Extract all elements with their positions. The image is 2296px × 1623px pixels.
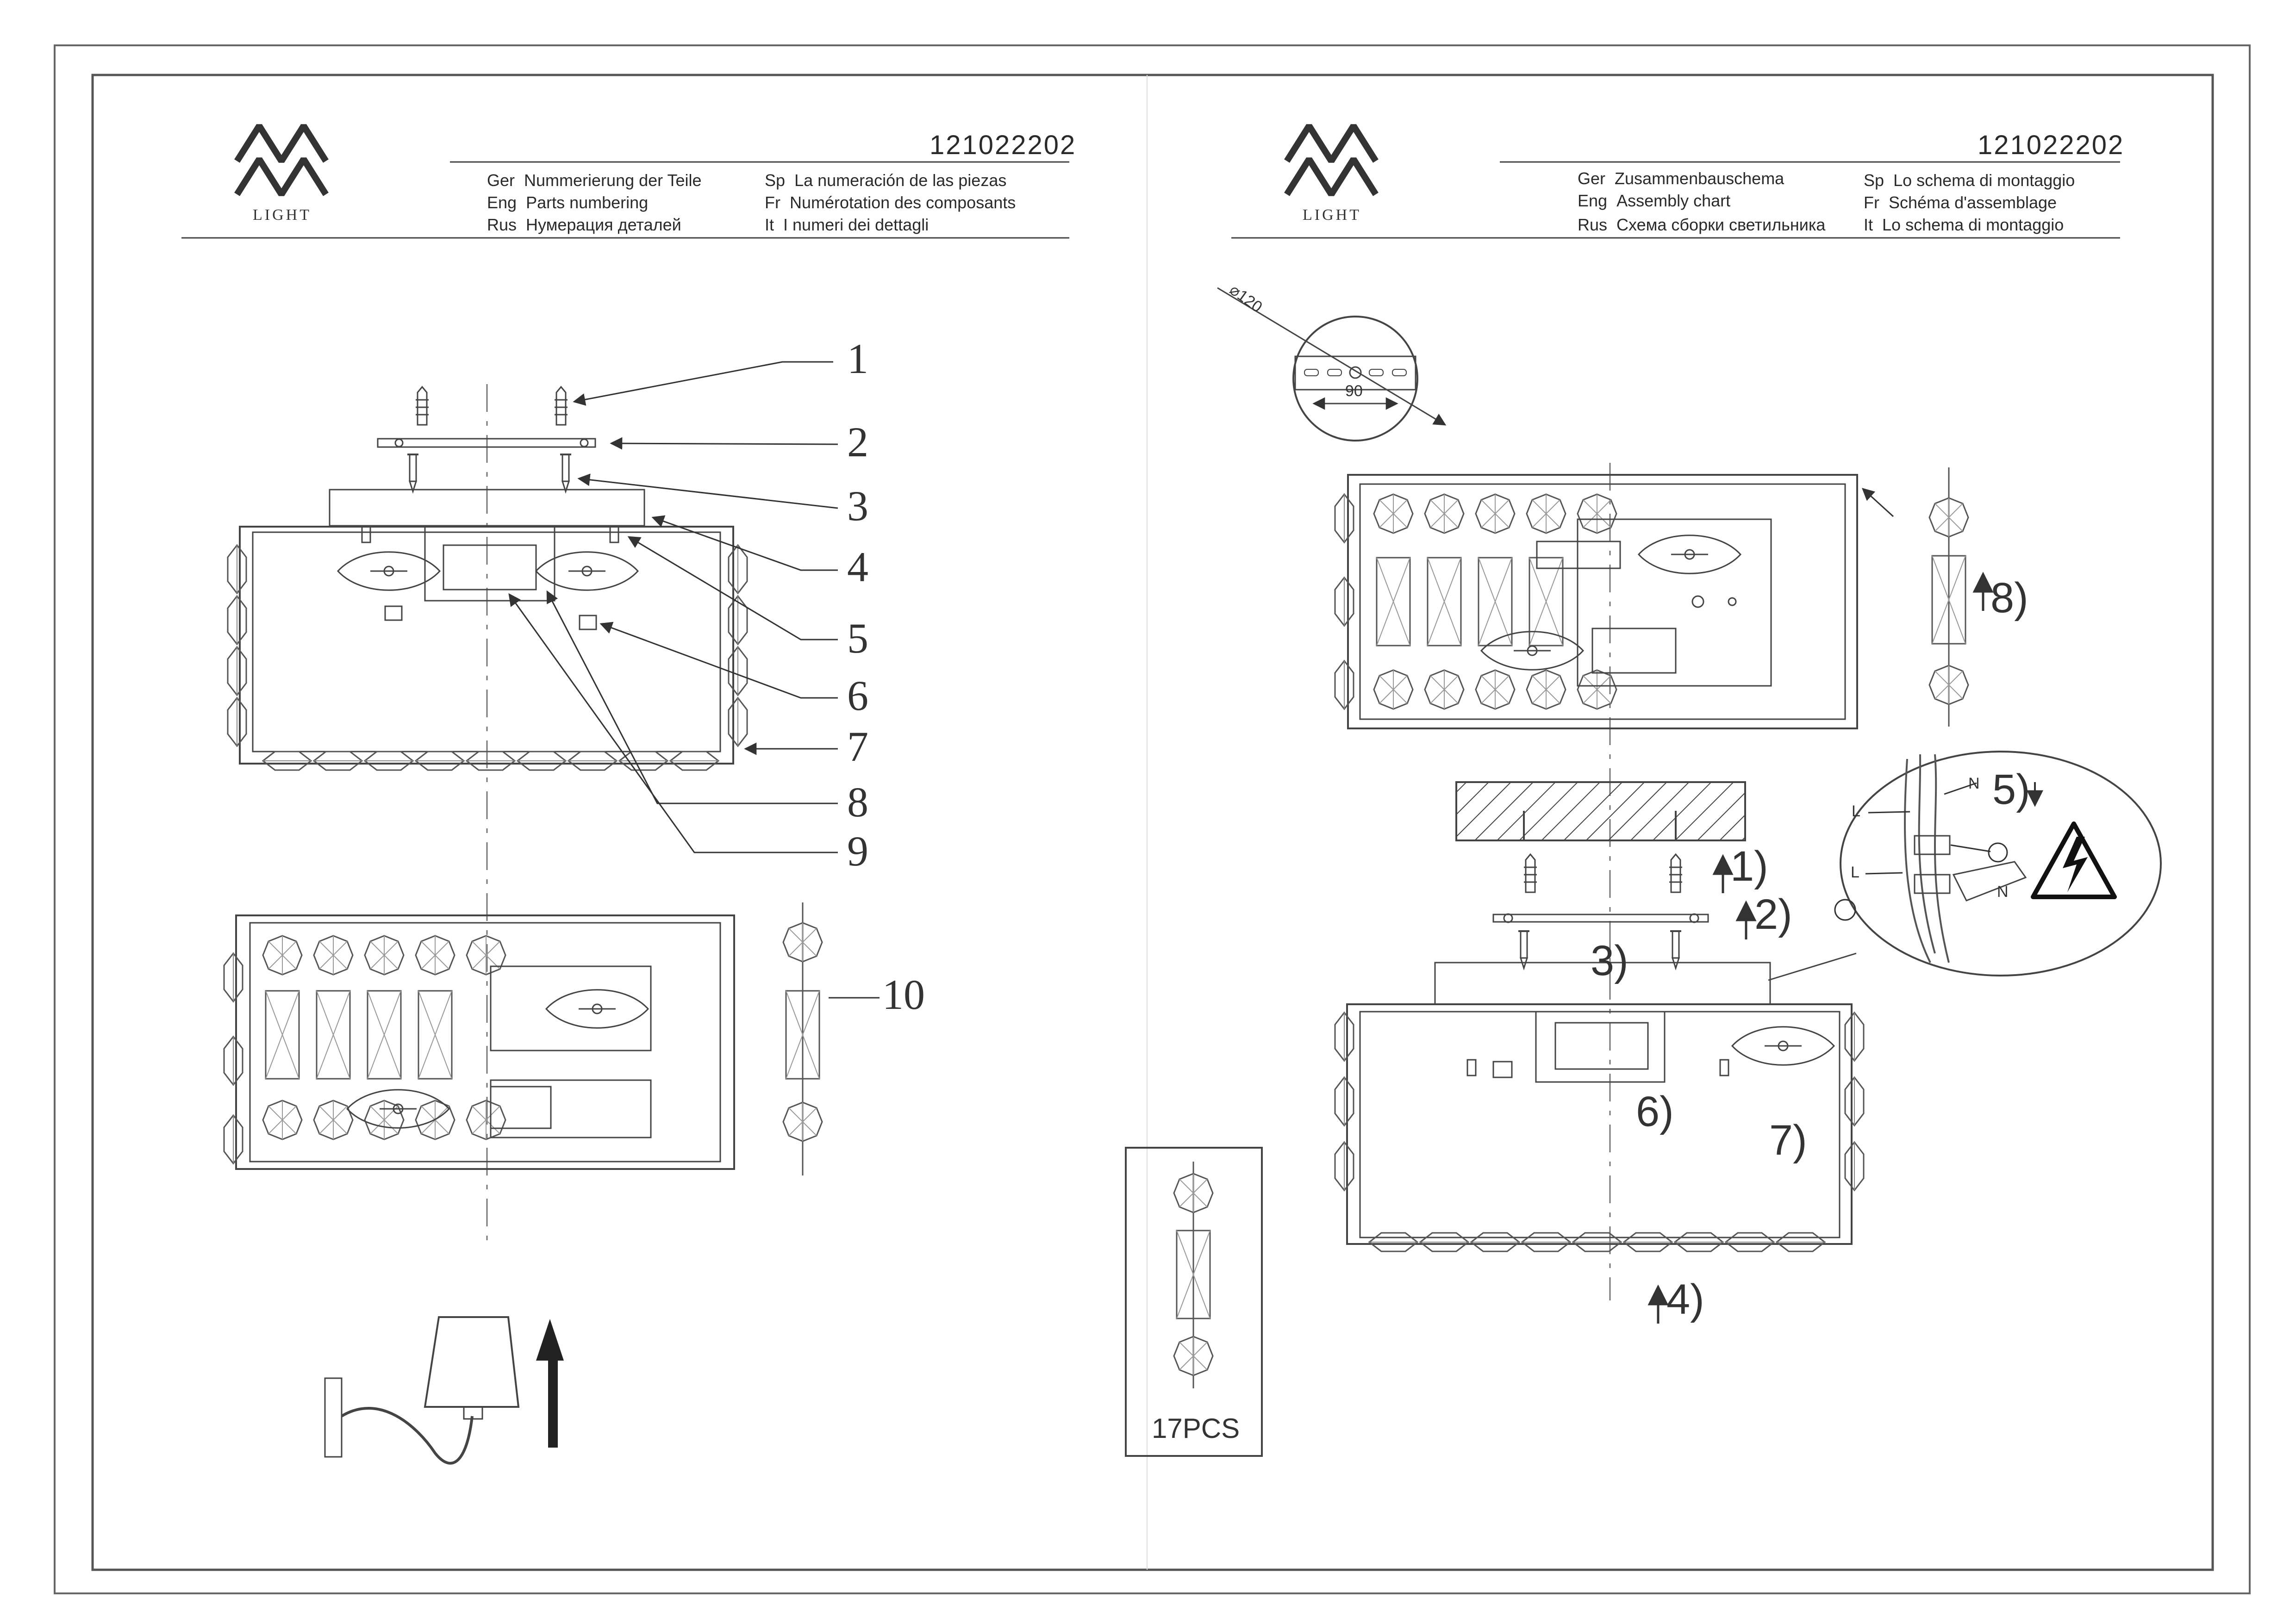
part-number-10: 10 [882, 971, 925, 1018]
part-number-3: 3 [847, 482, 868, 529]
brand-logo-right [1284, 124, 1379, 196]
title-eng-right: Eng Assembly chart [1578, 191, 1731, 210]
part-number-1: 1 [847, 335, 868, 382]
bracket-detail [1217, 287, 1447, 442]
wire-label-live-2: L [1851, 864, 1859, 881]
title-ger-right: Ger Zusammenbauschema [1578, 169, 1784, 188]
title-rus-right: Rus Схема сборки светильника [1578, 215, 1826, 234]
step-2-label: 2) [1754, 891, 1792, 938]
outer-frame [54, 44, 2251, 1594]
wire-label-neutral: N [1968, 775, 1980, 792]
wire-label-neutral-2: N [1997, 883, 2009, 901]
part-number-9: 9 [847, 827, 868, 875]
wire-label-live: L [1852, 802, 1860, 820]
title-it-left: It I numeri dei dettagli [765, 215, 929, 234]
step-6-label: 6) [1636, 1088, 1674, 1135]
title-sp-right: Sp Lo schema di montaggio [1864, 171, 2075, 190]
step-8-label: 8) [1990, 574, 2028, 622]
brand-logo-left [234, 124, 329, 196]
exploded-lamp-left [227, 386, 748, 771]
part-number-5: 5 [847, 615, 868, 662]
part-number-7: 7 [847, 723, 868, 770]
step-3-label: 3) [1591, 937, 1628, 984]
title-ger-left: Ger Nummerierung der Teile [487, 171, 702, 190]
crystal-count-label: 17PCS [1152, 1413, 1240, 1444]
assembled-lamp-left [223, 914, 735, 1170]
crystal-strand-step-8 [1928, 467, 1994, 727]
crystal-strand-part-10 [782, 902, 823, 1175]
step-4-label: 4) [1666, 1276, 1704, 1323]
model-code-left: 121022202 [930, 130, 1077, 160]
step-5-label: 5) [1992, 766, 2030, 813]
title-sp-left: Sp La numeración de las piezas [765, 171, 1007, 190]
crystal-strand-box [1125, 1147, 1263, 1457]
assembled-lamp-right [1334, 474, 1894, 729]
bracket-span-label: 90 [1345, 382, 1363, 400]
inner-frame [91, 74, 2214, 1571]
part-number-6: 6 [847, 672, 868, 719]
part-number-4: 4 [847, 543, 868, 591]
wiring-detail [1768, 751, 2162, 981]
title-it-right: It Lo schema di montaggio [1864, 215, 2064, 234]
lamp-body-right [1334, 1003, 1865, 1324]
step-1-label: 1) [1730, 843, 1768, 890]
step-7-label: 7) [1769, 1117, 1807, 1164]
ceiling-surface [1455, 781, 1746, 841]
title-rus-left: Rus Нумерация деталей [487, 215, 681, 234]
part-number-2: 2 [847, 418, 868, 466]
mounting-orientation-icon [324, 1316, 564, 1465]
title-eng-left: Eng Parts numbering [487, 193, 649, 212]
part-leaders [508, 361, 880, 999]
title-fr-left: Fr Numérotation des composants [765, 193, 1016, 212]
title-fr-right: Fr Schéma d'assemblage [1864, 193, 2057, 212]
model-code-right: 121022202 [1978, 130, 2125, 160]
brand-wordmark-left: LIGHT [253, 206, 312, 224]
part-number-8: 8 [847, 778, 868, 826]
brand-wordmark-right: LIGHT [1303, 206, 1361, 224]
